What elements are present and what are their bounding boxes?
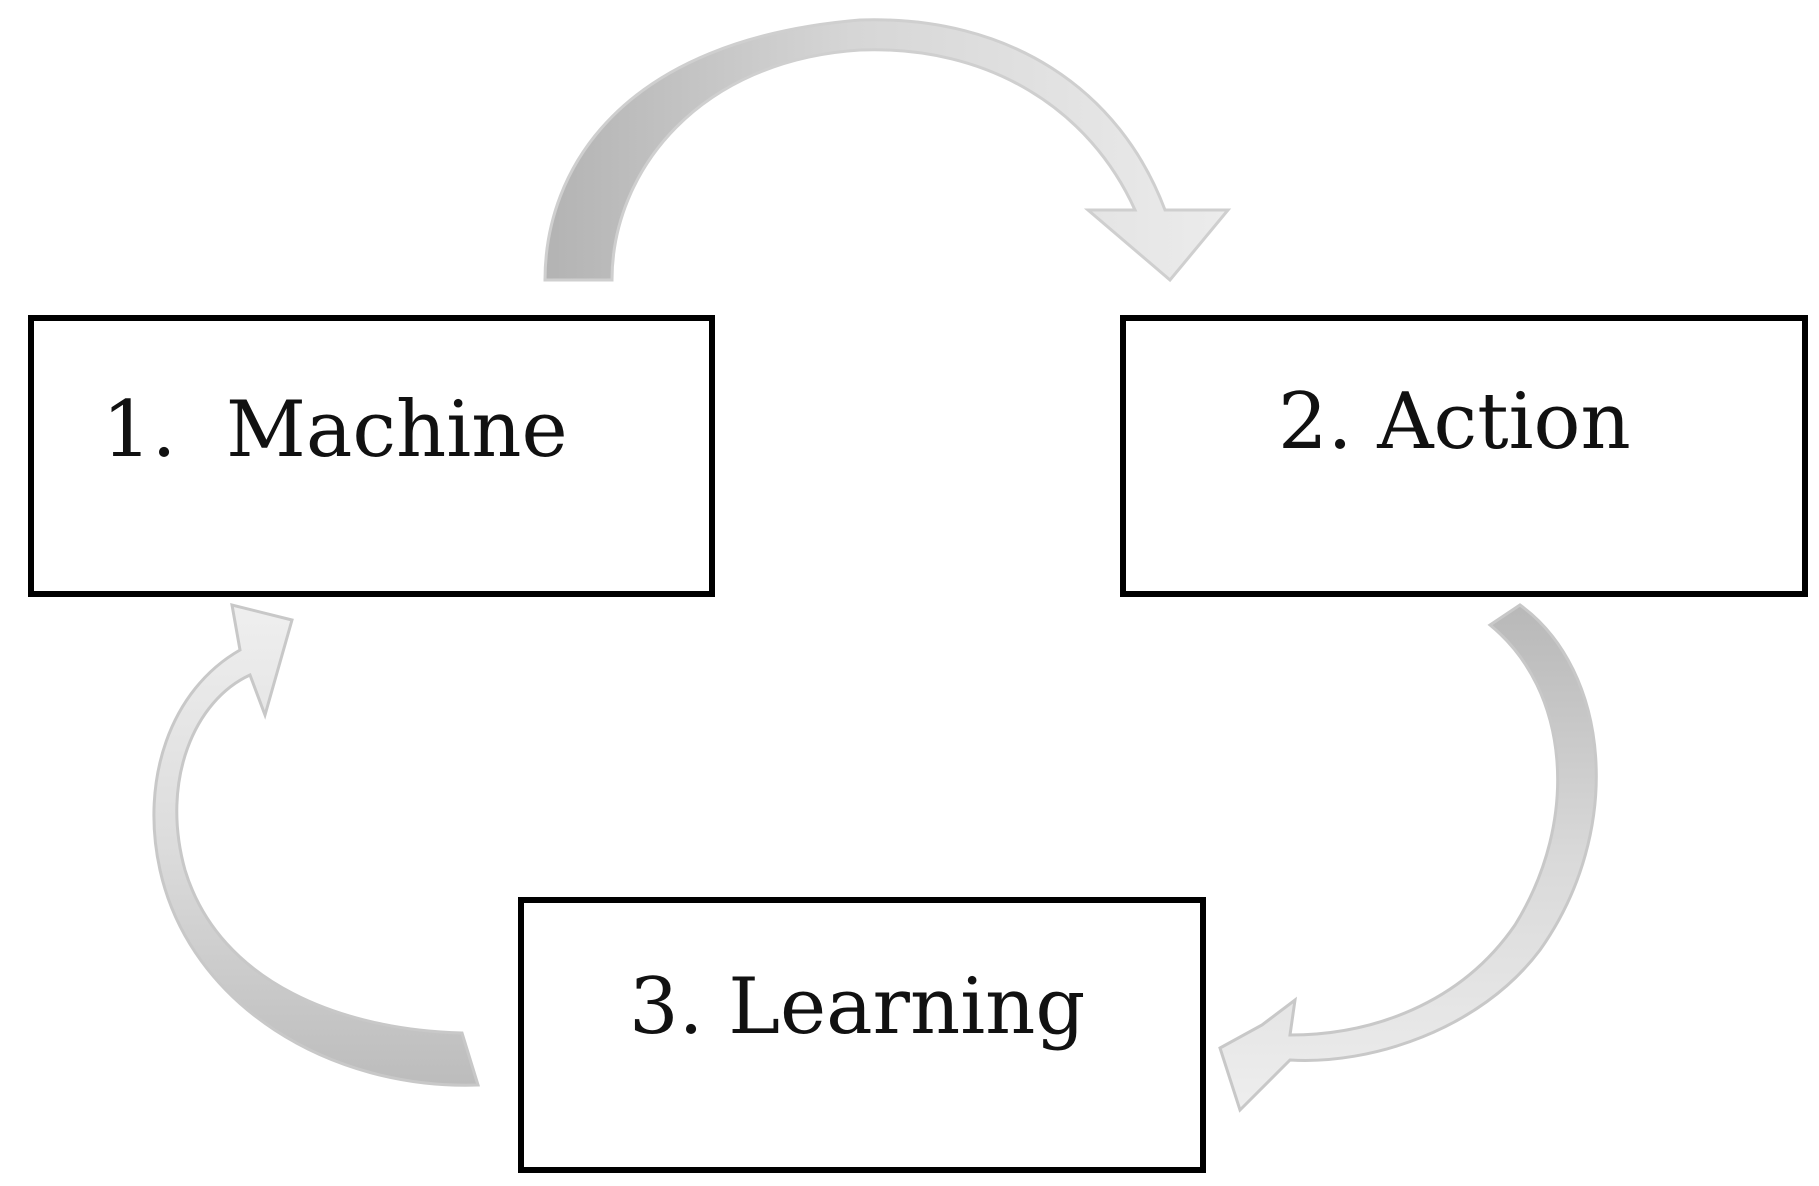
step-label-learning: 3. Learning: [629, 962, 1086, 1052]
step-label-action: 2. Action: [1278, 377, 1631, 467]
step-label-machine: 1. Machine: [102, 385, 568, 475]
step-box-action: 2. Action: [1120, 315, 1808, 597]
arrow-action-to-learning: [1218, 603, 1598, 1113]
step-box-learning: 3. Learning: [518, 897, 1206, 1173]
step-box-machine: 1. Machine: [28, 315, 715, 597]
arrow-machine-to-action: [543, 18, 1232, 283]
arrow-learning-to-machine: [152, 602, 481, 1087]
